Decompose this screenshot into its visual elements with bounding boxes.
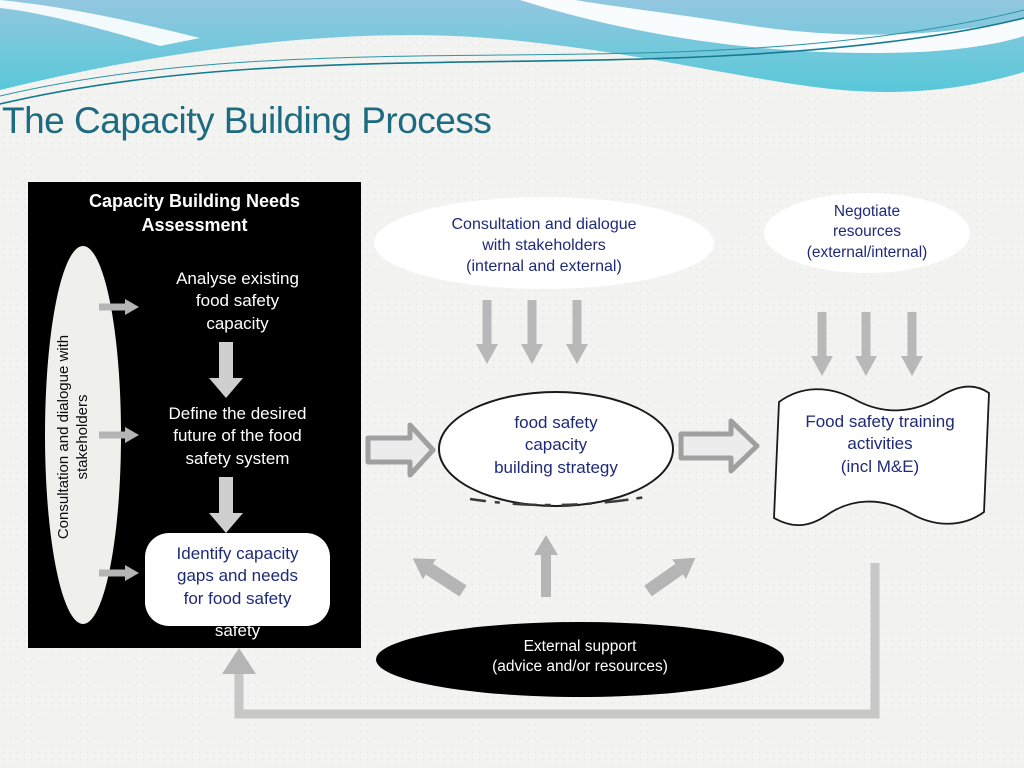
wave-teal-line-2 (0, 9, 1024, 97)
needs-assessment-box: Capacity Building Needs Assessment Consu… (28, 182, 361, 648)
down-arrow-icon (476, 300, 498, 364)
wave-band (0, 0, 1024, 92)
negotiate-down-arrow-icons (811, 312, 923, 376)
up-arrow-icon (534, 535, 558, 597)
consultation-ellipse-label: Consultation and dialogue with stakehold… (451, 216, 637, 276)
external-support-label: External support (advice and/or resource… (492, 638, 668, 676)
block-arrow-right-icon (678, 418, 760, 474)
consultation-down-arrow-icons (476, 300, 588, 364)
strategy-ellipse-label: food safety capacity building strategy (494, 413, 618, 477)
block-arrow-left-icon (365, 422, 436, 478)
up-left-arrow-icon (412, 558, 467, 597)
step-analyse-text: Analyse existing food safety capacity (176, 269, 299, 333)
header-wave-art (0, 0, 1024, 105)
needs-assessment-heading: Capacity Building Needs Assessment (88, 191, 301, 235)
negotiate-resources-label: Negotiate resources (external/internal) (806, 203, 928, 261)
wave-white-stripe-corner (0, 0, 200, 46)
feedback-loop-arrowhead-icon (222, 648, 256, 674)
down-arrow-icon (901, 312, 923, 376)
down-arrow-icon (855, 312, 877, 376)
stakeholder-ellipse-label: Consultation and dialogue with stakehold… (55, 334, 91, 540)
external-support-arrow-icons (412, 535, 696, 597)
step-define-text: Define the desired future of the food sa… (168, 404, 307, 468)
down-arrow-icon (521, 300, 543, 364)
overflow-safety-text: safety (214, 621, 261, 640)
consultation-ellipse (374, 197, 714, 289)
down-arrow-icon (566, 300, 588, 364)
negotiate-ellipse (764, 193, 970, 273)
identify-gaps-card: Identify capacity gaps and needs for foo… (145, 533, 330, 626)
slide-title: The Capacity Building Process (2, 100, 492, 141)
up-right-arrow-icon (644, 557, 696, 597)
training-document-label: Food safety training activities (incl M&… (805, 412, 955, 476)
down-arrow-icon (811, 312, 833, 376)
wave-teal-line-1 (0, 17, 1024, 105)
identify-gaps-text: Identify capacity gaps and needs for foo… (176, 544, 299, 608)
wave-white-stripe-upper (520, 0, 1024, 54)
